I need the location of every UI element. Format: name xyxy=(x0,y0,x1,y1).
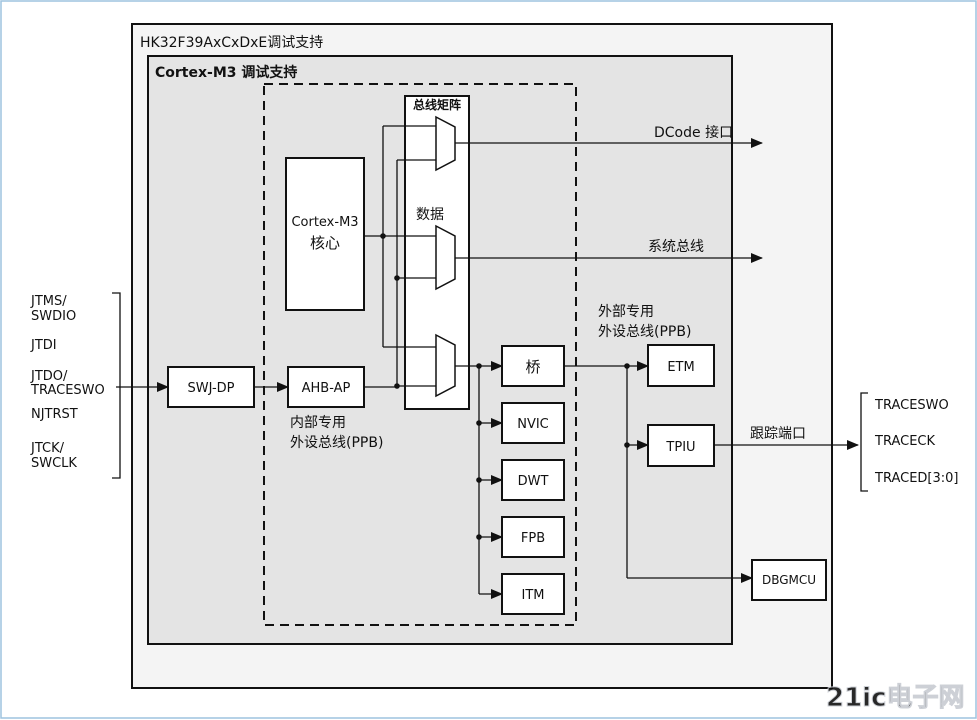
internal-ppb-label-2: 外设总线(PPB) xyxy=(290,435,383,451)
nvic-block xyxy=(501,402,565,444)
pin-traced: TRACED[3:0] xyxy=(874,471,958,486)
right-pins-bracket xyxy=(860,392,868,492)
dwt-label: DWT xyxy=(518,474,549,489)
junction-dot xyxy=(476,420,482,426)
internal-ppb-label-1: 内部专用 xyxy=(290,415,346,431)
junction-dot xyxy=(624,363,630,369)
external-ppb-label-1: 外部专用 xyxy=(598,304,654,320)
bus-matrix-data-label: 数据 xyxy=(416,207,444,223)
junction-dot xyxy=(394,275,400,281)
dbgmcu-block xyxy=(751,559,827,601)
debug-dashed-region xyxy=(263,83,577,626)
pin-swclk: SWCLK xyxy=(31,456,77,471)
dbgmcu-label: DBGMCU xyxy=(762,573,816,587)
junction-dot xyxy=(476,477,482,483)
pin-traceswo-left: TRACESWO xyxy=(30,383,105,398)
cortex-core-block xyxy=(285,157,365,311)
tpiu-block xyxy=(647,424,715,467)
dwt-block xyxy=(501,459,565,501)
core-bus-wiring xyxy=(364,125,436,387)
cortex-debug-title: Cortex-M3 调试支持 xyxy=(155,64,297,81)
junction-dot xyxy=(380,233,386,239)
mux-ppb xyxy=(435,333,456,398)
bridge-label: 桥 xyxy=(525,358,540,376)
junction-dot xyxy=(476,363,482,369)
cortex-core-label: Cortex-M3 xyxy=(291,215,358,230)
left-pins-bracket xyxy=(112,292,121,479)
nvic-label: NVIC xyxy=(517,417,549,432)
pin-njtrst: NJTRST xyxy=(31,407,78,422)
etm-label: ETM xyxy=(667,360,694,375)
pin-jtdi: JTDI xyxy=(30,338,57,353)
external-ppb-wiring xyxy=(564,361,753,583)
mux-system xyxy=(435,224,456,291)
pin-jtms: JTMS/ xyxy=(30,294,67,309)
dcode-label: DCode 接口 xyxy=(654,124,733,141)
junction-dot xyxy=(476,534,482,540)
fpb-label: FPB xyxy=(521,531,545,546)
bus-matrix-title: 总线矩阵 xyxy=(413,97,461,112)
itm-block xyxy=(501,573,565,615)
system-bus-label: 系统总线 xyxy=(648,239,704,255)
pin-traceswo-right: TRACESWO xyxy=(874,398,949,413)
fpb-block xyxy=(501,516,565,558)
ahb-ap-label: AHB-AP xyxy=(302,381,351,396)
external-ppb-label-2: 外设总线(PPB) xyxy=(598,324,691,340)
tpiu-label: TPIU xyxy=(665,440,695,455)
itm-label: ITM xyxy=(522,588,545,603)
pin-jtck: JTCK/ xyxy=(30,441,65,456)
pin-traceck: TRACECK xyxy=(874,434,935,449)
trace-port-label: 跟踪端口 xyxy=(750,426,806,442)
cortex-core-sublabel: 核心 xyxy=(310,234,340,252)
watermark-logo: 21ic电子网 xyxy=(826,683,965,713)
mux-dcode xyxy=(435,115,456,172)
etm-block xyxy=(647,344,715,387)
pin-jtdo: JTDO/ xyxy=(30,369,68,384)
swj-dp-label: SWJ-DP xyxy=(187,381,234,396)
chip-debug-title: HK32F39AxCxDxE调试支持 xyxy=(140,35,323,51)
pin-swdio: SWDIO xyxy=(31,309,76,324)
junction-dot xyxy=(624,442,630,448)
junction-dot xyxy=(394,383,400,389)
